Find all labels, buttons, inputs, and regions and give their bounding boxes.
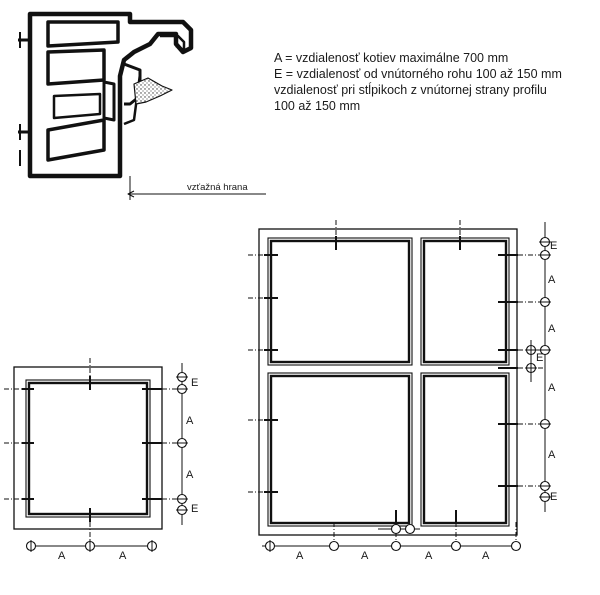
large-window-label-a-1: A	[548, 274, 556, 286]
large-window-pane-bottom-left	[267, 372, 413, 527]
small-window-label-a-right: A	[119, 550, 127, 562]
small-window-glass	[27, 381, 149, 516]
large-window	[248, 220, 551, 552]
large-window-pane-top-left	[267, 237, 413, 366]
large-window-label-a-4: A	[548, 449, 556, 461]
reference-edge-label: vzťažná hrana	[187, 182, 248, 193]
legend-line-mullion-range: 100 až 150 mm	[274, 99, 361, 113]
small-window-label-e-top: E	[191, 377, 198, 389]
large-window-pane-bottom-right	[420, 372, 510, 527]
large-window-outer-frame	[258, 228, 518, 536]
large-window-label-a-2: A	[548, 323, 556, 335]
small-window-outer-frame	[13, 366, 163, 530]
large-window-label-e-bottom: E	[550, 491, 557, 503]
large-window-label-a-b1: A	[296, 550, 304, 562]
small-window	[4, 358, 188, 552]
legend-line-e: E = vzdialenosť od vnútorného rohu 100 a…	[274, 67, 562, 81]
large-window-label-e-mullion: E	[536, 352, 543, 364]
large-window-label-a-b2: A	[361, 550, 369, 562]
large-window-label-a-b4: A	[482, 550, 490, 562]
legend-line-mullion: vzdialenosť pri stĺpikoch z vnútornej st…	[274, 83, 547, 97]
large-window-pane-top-right	[420, 237, 510, 366]
legend: A = vzdialenosť kotiev maximálne 700 mm …	[274, 50, 562, 114]
small-window-label-a-upper: A	[186, 415, 194, 427]
small-window-label-a-lower: A	[186, 469, 194, 481]
profile-cross-section	[18, 11, 266, 200]
large-window-label-a-3: A	[548, 382, 556, 394]
small-window-sash-frame	[25, 379, 151, 518]
small-window-label-a-left: A	[58, 550, 66, 562]
large-window-label-e-top: E	[550, 240, 557, 252]
legend-line-a: A = vzdialenosť kotiev maximálne 700 mm	[274, 51, 509, 65]
small-window-label-e-bottom: E	[191, 503, 198, 515]
large-window-label-a-b3: A	[425, 550, 433, 562]
